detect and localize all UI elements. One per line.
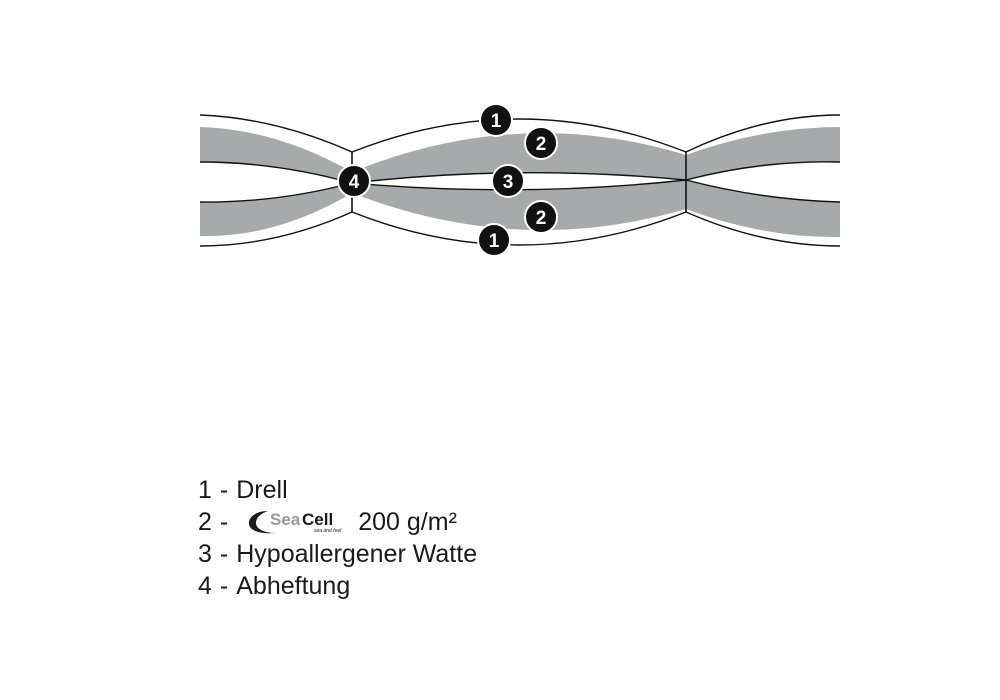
marker-1-bottom: 1 — [477, 223, 511, 257]
mattress-cross-section-diagram: 1 2 3 4 2 1 — [199, 103, 841, 257]
marker-2-top: 2 — [524, 126, 558, 160]
svg-text:1: 1 — [489, 231, 500, 252]
legend-number: 1 — [198, 476, 212, 504]
legend-text: 200 g/m² — [358, 508, 457, 536]
legend-item-drell: 1 - Drell — [198, 474, 718, 506]
svg-text:1: 1 — [491, 111, 502, 132]
legend-separator: - — [219, 508, 229, 536]
svg-text:sea and feel: sea and feel — [314, 528, 342, 534]
legend-item-seacell: 2 - Sea Cell sea and feel 200 g/m² — [198, 506, 718, 538]
legend-text: Hypoallergener Watte — [236, 540, 478, 568]
svg-text:Sea: Sea — [270, 510, 301, 529]
marker-3: 3 — [491, 164, 525, 198]
seacell-swoosh-icon — [249, 511, 277, 534]
legend-text: Drell — [236, 476, 288, 504]
legend: 1 - Drell 2 - Sea Cell sea and feel 200 … — [198, 474, 718, 602]
legend-text: Abheftung — [236, 572, 351, 600]
svg-text:2: 2 — [536, 134, 547, 155]
legend-item-quilting: 4 - Abheftung — [198, 570, 718, 602]
seacell-logo: Sea Cell sea and feel — [246, 506, 346, 538]
marker-2-bottom: 2 — [524, 200, 558, 234]
svg-text:4: 4 — [349, 172, 360, 193]
marker-1-top: 1 — [479, 103, 513, 137]
legend-separator: - — [219, 476, 229, 504]
drell-outline-bottom — [199, 211, 841, 247]
marker-4: 4 — [337, 164, 371, 198]
legend-number: 3 — [198, 540, 212, 568]
svg-text:3: 3 — [503, 172, 514, 193]
legend-separator: - — [219, 572, 229, 600]
svg-text:2: 2 — [536, 208, 547, 229]
legend-item-wadding: 3 - Hypoallergener Watte — [198, 538, 718, 570]
legend-number: 2 — [198, 508, 212, 536]
legend-number: 4 — [198, 572, 212, 600]
drell-outline-top — [199, 114, 841, 153]
svg-text:Cell: Cell — [302, 510, 333, 529]
legend-separator: - — [219, 540, 229, 568]
